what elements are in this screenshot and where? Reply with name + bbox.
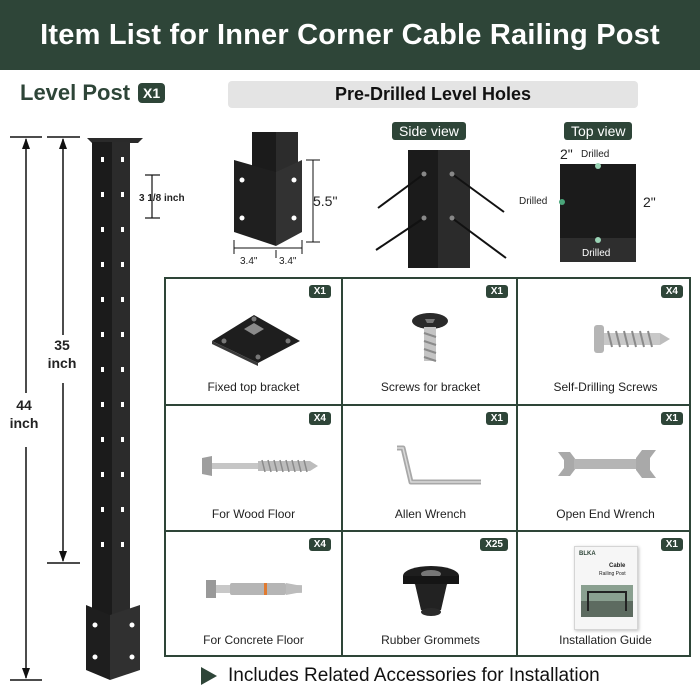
base-height-label: 5.5" bbox=[313, 193, 338, 209]
item-card-self-drilling-screws: X4 Self-Drilling Screws bbox=[518, 279, 693, 405]
bracket-screw-icon bbox=[412, 313, 448, 362]
item-label: Self-Drilling Screws bbox=[553, 380, 658, 394]
grid-divider bbox=[516, 279, 518, 655]
quantity-badge: X25 bbox=[480, 538, 508, 551]
item-card-installation-guide: X1 BLKA Cable Railing Post Installation … bbox=[518, 532, 693, 658]
item-card-concrete-floor-bolts: X4 For Concrete Floor bbox=[166, 532, 341, 658]
quantity-badge: X4 bbox=[308, 538, 331, 551]
self-drilling-screw-icon bbox=[594, 325, 670, 353]
base-width-left-label: 3.4" bbox=[240, 256, 258, 267]
item-label: Fixed top bracket bbox=[207, 380, 300, 394]
expansion-bolt-icon bbox=[206, 580, 302, 598]
title-banner: Item List for Inner Corner Cable Railing… bbox=[0, 0, 700, 70]
item-label: Open End Wrench bbox=[556, 507, 655, 521]
top-view-label: Top view bbox=[564, 122, 633, 140]
item-label: Allen Wrench bbox=[394, 507, 467, 521]
quantity-badge: X1 bbox=[308, 285, 331, 298]
item-card-top-bracket: X1 Fixed top bracket bbox=[166, 279, 341, 405]
rubber-grommet-icon bbox=[403, 566, 459, 616]
item-card-bracket-screws: X1 Screws for bracket bbox=[343, 279, 518, 405]
quantity-badge: X1 bbox=[485, 412, 508, 425]
accessories-grid: X1 Fixed top bracket X1 Screws for brack… bbox=[164, 277, 691, 657]
top-view-illustration bbox=[559, 163, 636, 262]
item-label: Installation Guide bbox=[559, 633, 652, 647]
base-bracket-illustration bbox=[233, 132, 320, 258]
item-label: For Concrete Floor bbox=[203, 633, 304, 647]
lag-screw-icon bbox=[202, 456, 318, 476]
guide-photo bbox=[581, 585, 633, 617]
quantity-badge: X4 bbox=[660, 285, 683, 298]
grid-divider bbox=[166, 404, 689, 406]
play-arrow-icon bbox=[201, 667, 217, 685]
level-post-title: Level Post bbox=[20, 80, 131, 105]
allen-wrench-icon bbox=[397, 445, 481, 485]
spacing-height-label: 35 inch bbox=[47, 337, 77, 371]
top-dim-right-label: 2" bbox=[643, 194, 656, 210]
side-view-label: Side view bbox=[392, 122, 466, 140]
top-dim-top-label: 2" bbox=[560, 146, 573, 162]
item-card-wood-floor-screws: X4 For Wood Floor bbox=[166, 406, 341, 532]
guide-title-line2: Railing Post bbox=[599, 571, 626, 577]
item-card-allen-wrench: X1 Allen Wrench bbox=[343, 406, 518, 532]
top-bracket-icon bbox=[212, 315, 300, 366]
item-label: For Wood Floor bbox=[211, 507, 296, 521]
installation-guide-icon: BLKA Cable Railing Post bbox=[574, 546, 638, 630]
level-post-quantity-badge: X1 bbox=[138, 83, 166, 103]
hole-spacing-label: 3 1/8 inch bbox=[139, 193, 185, 204]
base-width-right-label: 3.4" bbox=[279, 256, 297, 267]
pre-drilled-holes-header: Pre-Drilled Level Holes bbox=[228, 81, 638, 108]
grid-divider bbox=[341, 279, 343, 655]
guide-title-line1: Cable bbox=[609, 563, 626, 569]
item-card-rubber-grommets: X25 Rubber Grommets bbox=[343, 532, 518, 658]
quantity-badge: X1 bbox=[485, 285, 508, 298]
drilled-bottom-label: Drilled bbox=[582, 248, 611, 259]
post-illustration bbox=[10, 136, 160, 681]
drilled-left-label: Drilled bbox=[519, 196, 548, 207]
item-label: Screws for bracket bbox=[380, 380, 481, 394]
open-end-wrench-icon bbox=[558, 450, 656, 478]
guide-brand: BLKA bbox=[579, 551, 596, 557]
page-title: Item List for Inner Corner Cable Railing… bbox=[40, 18, 660, 51]
item-card-open-end-wrench: X1 Open End Wrench bbox=[518, 406, 693, 532]
level-post-heading: Level Post X1 bbox=[20, 80, 166, 106]
footer-note: Includes Related Accessories for Install… bbox=[200, 665, 600, 687]
item-label: Rubber Grommets bbox=[381, 633, 480, 647]
total-height-label: 44 inch bbox=[9, 397, 39, 431]
footer-text: Includes Related Accessories for Install… bbox=[228, 665, 600, 686]
drilled-top-label: Drilled bbox=[581, 149, 610, 160]
quantity-badge: X4 bbox=[308, 412, 331, 425]
grid-divider bbox=[166, 530, 689, 532]
side-view-illustration bbox=[375, 150, 507, 268]
quantity-badge: X1 bbox=[660, 538, 683, 551]
quantity-badge: X1 bbox=[660, 412, 683, 425]
